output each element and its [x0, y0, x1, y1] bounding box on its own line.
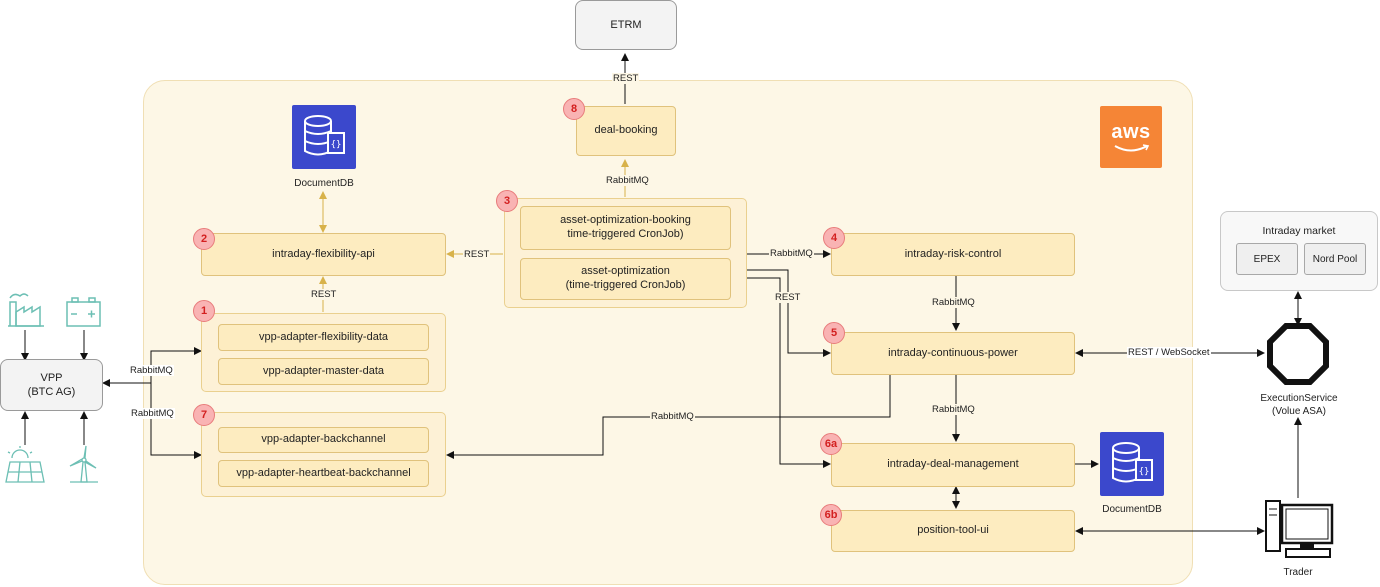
edge-label-opt-rest: REST: [774, 292, 802, 303]
edge-label-vpp-rest: REST: [310, 289, 338, 300]
edge-label-vpp-rabbitmq-2: RabbitMQ: [130, 408, 175, 419]
edge-label-risk-cp-rabbitmq: RabbitMQ: [931, 297, 976, 308]
computer-icon: [1265, 500, 1334, 558]
step-badge-6b: 6b: [820, 504, 842, 526]
nordpool-node: Nord Pool: [1304, 243, 1366, 275]
asset-optimization-booking-node: asset-optimization-booking time-triggere…: [520, 206, 731, 250]
edge-label-risk-rabbitmq: RabbitMQ: [769, 248, 814, 259]
documentdb-top-label: DocumentDB: [294, 178, 354, 189]
step-badge-1: 1: [193, 300, 215, 322]
edge-label-cp-dm-rabbitmq: RabbitMQ: [931, 404, 976, 415]
vpp-adapter-heartbeat-backchannel-node: vpp-adapter-heartbeat-backchannel: [218, 460, 429, 487]
edge-label-rest-websocket: REST / WebSocket: [1127, 347, 1211, 358]
octagon-icon: [1267, 323, 1329, 385]
wind-turbine-icon: [69, 445, 98, 483]
aws-logo: aws: [1100, 106, 1162, 168]
edge-label-etrm-rest: REST: [612, 73, 640, 84]
documentdb-icon: {}: [292, 105, 356, 169]
step-badge-7: 7: [193, 404, 215, 426]
epex-node: EPEX: [1236, 243, 1298, 275]
factory-icon: [8, 293, 44, 327]
documentdb-bottom-label: DocumentDB: [1102, 504, 1162, 515]
execution-service-label: ExecutionService (Volue ASA): [1260, 393, 1338, 417]
etrm-node: ETRM: [575, 0, 677, 50]
step-badge-2: 2: [193, 228, 215, 250]
intraday-continuous-power-node: intraday-continuous-power: [831, 332, 1075, 375]
intraday-market-title: Intraday market: [1262, 225, 1336, 237]
position-tool-ui-node: position-tool-ui: [831, 510, 1075, 552]
vpp-node: VPP (BTC AG): [0, 359, 103, 411]
vpp-adapter-flexibility-data-node: vpp-adapter-flexibility-data: [218, 324, 429, 351]
vpp-adapter-master-data-node: vpp-adapter-master-data: [218, 358, 429, 385]
intraday-flexibility-api-node: intraday-flexibility-api: [201, 233, 446, 276]
deal-booking-node: deal-booking: [576, 106, 676, 156]
step-badge-6a: 6a: [820, 433, 842, 455]
edge-label-deal-rabbitmq: RabbitMQ: [605, 175, 650, 186]
step-badge-3: 3: [496, 190, 518, 212]
intraday-risk-control-node: intraday-risk-control: [831, 233, 1075, 276]
step-badge-5: 5: [823, 322, 845, 344]
aws-logo-text: aws: [1111, 120, 1151, 143]
edge-label-flex-rest: REST: [463, 249, 491, 260]
asset-optimization-node: asset-optimization (time-triggered CronJ…: [520, 258, 731, 300]
vpp-adapter-backchannel-node: vpp-adapter-backchannel: [218, 427, 429, 453]
edge-label-vpp-rabbitmq-1: RabbitMQ: [129, 365, 174, 376]
solar-panel-icon: [5, 446, 45, 483]
trader-label: Trader: [1283, 567, 1313, 578]
intraday-deal-management-node: intraday-deal-management: [831, 443, 1075, 487]
aws-smile-icon: [1114, 143, 1150, 151]
edge-label-backchannel-rabbitmq: RabbitMQ: [650, 411, 695, 422]
step-badge-8: 8: [563, 98, 585, 120]
svg-text:{}: {}: [331, 140, 342, 150]
svg-text:{}: {}: [1139, 467, 1150, 477]
documentdb-icon: {}: [1100, 432, 1164, 496]
battery-icon: [66, 297, 101, 327]
step-badge-4: 4: [823, 227, 845, 249]
